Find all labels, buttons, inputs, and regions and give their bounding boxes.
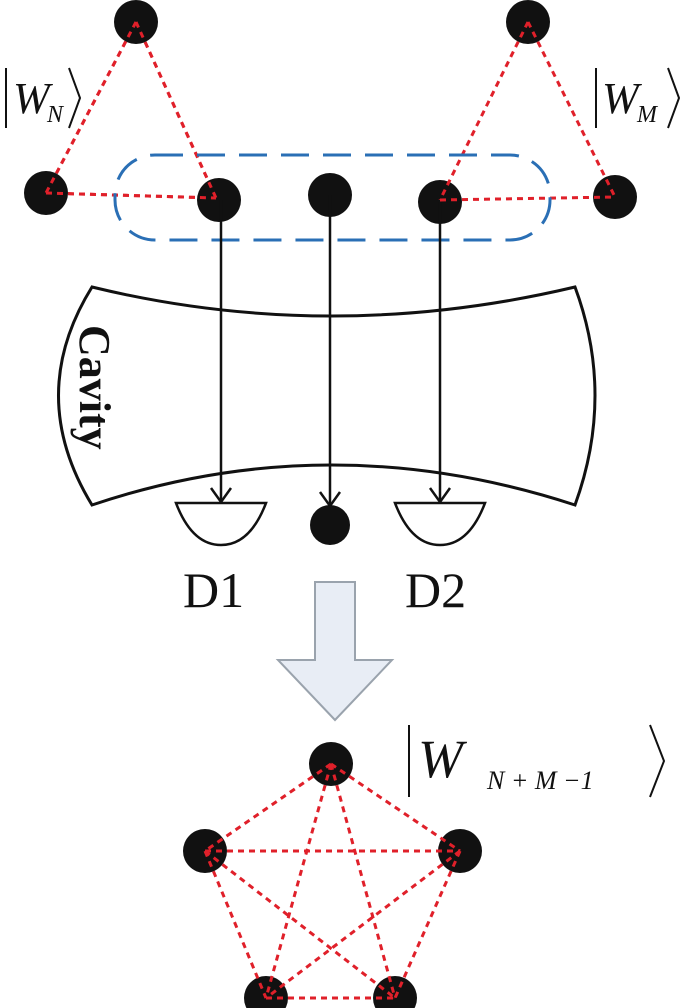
- left-triangle-links-over: [44, 21, 218, 200]
- cavity-outline: [57, 285, 597, 507]
- ket-left: W N: [5, 67, 82, 129]
- cavity-label: Cavity: [70, 325, 119, 450]
- result-arrow: [275, 581, 395, 722]
- ket-result-subscript: N + M −1: [486, 766, 594, 795]
- ket-left-angle: [68, 67, 82, 129]
- ket-left-subscript: N: [46, 102, 65, 128]
- detector-d1: [174, 501, 268, 547]
- result-w-state-group: [183, 742, 482, 1008]
- ket-result-angle: [649, 724, 666, 798]
- left-w-state-group: [24, 0, 241, 222]
- pentagon-links: [203, 762, 462, 1000]
- atom-trajectories: [209, 195, 452, 509]
- detector-d2-label: D2: [405, 562, 466, 618]
- ket-result-symbol: W: [418, 729, 468, 789]
- ket-right-angle: [667, 67, 681, 129]
- detector-d2: [393, 501, 487, 547]
- selection-box: [113, 153, 552, 242]
- output-atom: [310, 505, 350, 545]
- pentagon-atom-bottom-right: [373, 976, 417, 1008]
- ket-right-subscript: M: [636, 102, 659, 128]
- right-bottom-atom: [593, 175, 637, 219]
- right-triangle-links: [438, 21, 617, 202]
- ket-left-symbol: W: [13, 74, 53, 123]
- left-triangle-links: [44, 21, 218, 200]
- ket-result: W N + M −1: [408, 724, 666, 798]
- ket-right: W M: [595, 67, 681, 129]
- right-w-state-group: [418, 0, 637, 224]
- ket-right-symbol: W: [602, 74, 642, 123]
- pentagon-atom-bottom-left: [244, 976, 288, 1008]
- left-fusion-atom: [197, 178, 241, 222]
- detector-d1-label: D1: [183, 562, 244, 618]
